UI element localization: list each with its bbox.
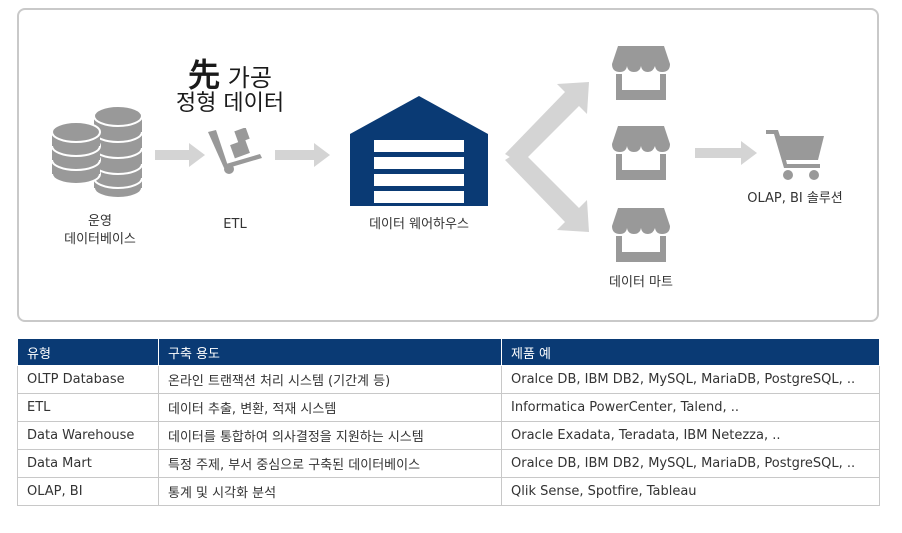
cell-products: Oracle Exadata, Teradata, IBM Netezza, .…: [501, 421, 880, 450]
cell-purpose: 데이터를 통합하여 의사결정을 지원하는 시스템: [158, 421, 502, 450]
column-header-products: 제품 예: [501, 339, 880, 366]
cell-type: OLTP Database: [17, 365, 159, 394]
database-icon: [51, 105, 143, 199]
heading-hanja-char: 先: [188, 56, 221, 94]
warehouse-icon: [350, 96, 488, 206]
arrow-right-icon: [695, 141, 757, 165]
cell-type: Data Mart: [17, 449, 159, 478]
olap-bi-label: OLAP, BI 솔루션: [747, 191, 843, 206]
cell-type: Data Warehouse: [17, 421, 159, 450]
heading-rest-text: 가공: [220, 64, 272, 92]
cell-purpose: 데이터 추출, 변환, 적재 시스템: [158, 393, 502, 422]
source-db-label-line2: 데이터베이스: [64, 232, 136, 247]
cell-products: Oralce DB, IBM DB2, MySQL, MariaDB, Post…: [501, 449, 880, 478]
data-mart-label: 데이터 마트: [609, 275, 673, 290]
cell-purpose: 특정 주제, 부서 중심으로 구축된 데이터베이스: [158, 449, 502, 478]
diagram-heading-line1: 先 가공: [150, 50, 310, 96]
cell-type: ETL: [17, 393, 159, 422]
table-row: Data Mart 특정 주제, 부서 중심으로 구축된 데이터베이스 Oral…: [17, 449, 880, 478]
data-mart-store-icon: [612, 126, 670, 180]
cell-products: Qlik Sense, Spotfire, Tableau: [501, 477, 880, 506]
source-db-label: 운영 데이터베이스: [50, 213, 150, 249]
cell-type: OLAP, BI: [17, 477, 159, 506]
component-comparison-table: 유형 구축 용도 제품 예 OLTP Database 온라인 트랜잭션 처리 …: [17, 339, 880, 506]
cell-purpose: 통계 및 시각화 분석: [158, 477, 502, 506]
data-mart-store-icon: [612, 208, 670, 262]
table-row: OLTP Database 온라인 트랜잭션 처리 시스템 (기간계 등) Or…: [17, 365, 880, 394]
column-header-purpose: 구축 용도: [158, 339, 502, 366]
cell-products: Oralce DB, IBM DB2, MySQL, MariaDB, Post…: [501, 365, 880, 394]
table-row: Data Warehouse 데이터를 통합하여 의사결정을 지원하는 시스템 …: [17, 421, 880, 450]
cell-purpose: 온라인 트랜잭션 처리 시스템 (기간계 등): [158, 365, 502, 394]
table-row: ETL 데이터 추출, 변환, 적재 시스템 Informatica Power…: [17, 393, 880, 422]
arrow-right-icon: [155, 143, 205, 167]
etl-label: ETL: [223, 217, 247, 232]
hand-truck-icon: [208, 128, 262, 174]
data-mart-store-icon: [612, 46, 670, 100]
source-db-label-line1: 운영: [88, 214, 112, 229]
warehouse-label: 데이터 웨어하우스: [369, 217, 469, 232]
fan-out-arrows-icon: [505, 82, 589, 232]
diagram-heading-line2: 정형 데이터: [175, 91, 285, 116]
table-row: OLAP, BI 통계 및 시각화 분석 Qlik Sense, Spotfir…: [17, 477, 880, 506]
column-header-type: 유형: [17, 339, 159, 366]
cell-products: Informatica PowerCenter, Talend, ..: [501, 393, 880, 422]
arrow-right-icon: [275, 143, 330, 167]
shopping-cart-icon: [766, 130, 824, 180]
table-header-row: 유형 구축 용도 제품 예: [17, 339, 880, 366]
